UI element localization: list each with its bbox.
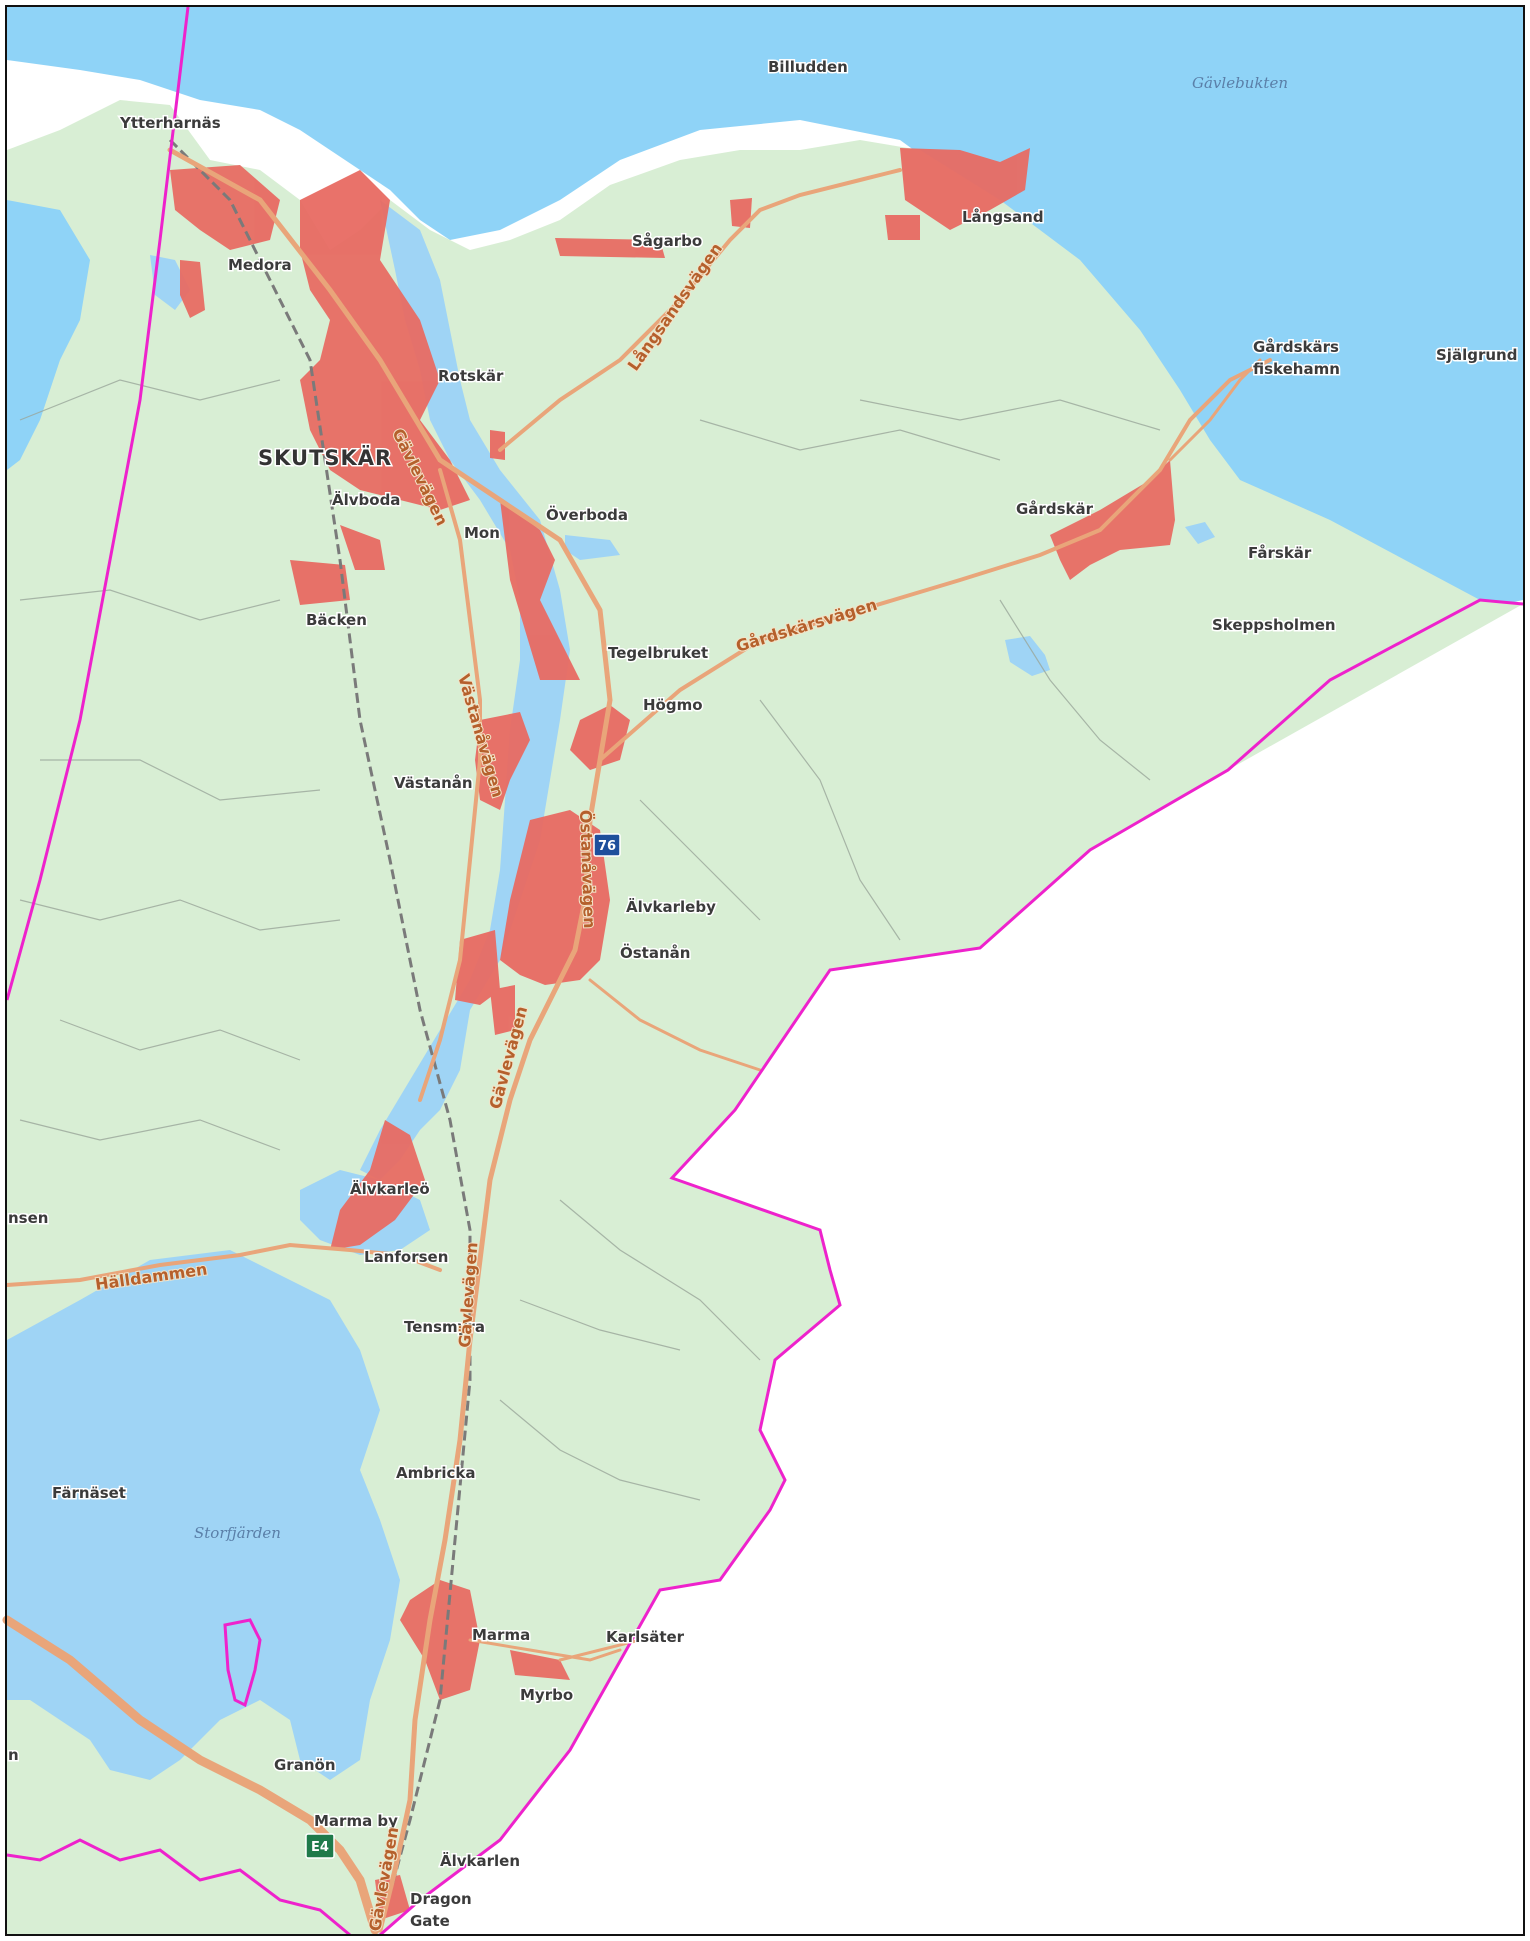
label-skeppsholmen: Skeppsholmen [1212,616,1336,634]
urban-sagarbo-east [730,198,752,228]
road-shield-e4: E4 [305,1833,335,1859]
lake-storfjarden [7,1250,400,1780]
urban-areas [170,148,1175,1920]
label-mon: Mon [464,524,500,542]
label-gardskars-2: fiskehamn [1253,360,1340,378]
label-vastanan: Västanån [394,774,473,792]
west-water [7,200,90,470]
urban-alvkarleo [330,1120,425,1250]
label-alvkarleo: Älvkarleö [350,1179,430,1198]
label-langsand: Långsand [962,208,1044,226]
label-gardskar: Gårdskär [1016,500,1094,518]
label-gavlebukten: Gävlebukten [1192,74,1288,92]
railway [168,138,472,1931]
label-gardskars-1: Gårdskärs [1253,338,1339,356]
urban-alvkarleby-w [455,930,500,1005]
road-ostanan [588,978,762,1072]
urban-alvkarleby [500,810,610,985]
urban-langsand-w [885,215,920,240]
label-nsen: nsen [8,1209,48,1227]
label-farskar: Fårskär [1248,544,1312,562]
urban-backen [290,560,350,605]
road-langsandsvagen [498,168,902,452]
urban-hogmo [570,705,630,770]
lake-west-north [150,255,190,310]
label-alvkarleby: Älvkarleby [626,897,716,916]
lake-overboda [565,535,620,560]
label-granon: Granön [274,1756,336,1774]
lake-farskar [1185,522,1215,544]
label-ostanan: Östanån [620,943,690,962]
urban-langsand [900,148,1030,230]
label-ytterharnas: Ytterharnäs [119,114,221,132]
label-marma-by: Marma by [314,1812,398,1830]
label-myrbo: Myrbo [520,1686,573,1704]
minor-roads [19,379,1161,1501]
label-farnaset: Färnäset [52,1484,126,1502]
label-medora: Medora [228,256,292,274]
label-ambricka: Ambricka [396,1464,476,1482]
lake-gardskar [1005,636,1050,676]
urban-alvboda [340,525,385,570]
label-lanforsen: Lanforsen [364,1248,448,1266]
label-storfjarden: Storfjärden [194,1524,281,1542]
label-karlsater: Karlsäter [606,1628,685,1646]
road-myrbo [468,1638,622,1662]
road-network [2,147,1272,1935]
urban-myrbo [510,1650,570,1680]
urban-alvkarleby-sw [490,985,515,1035]
label-tensmyra: Tensmyra [404,1318,485,1336]
urban-mon [490,430,505,460]
label-alvkarlen: Älvkarlen [440,1851,520,1870]
road-shield-76: 76 [593,833,621,857]
boundary-island [223,1618,262,1708]
road-hallldammen [5,1242,442,1287]
label-sjalgrund: Själgrund [1436,346,1517,364]
shield-76-text: 76 [598,839,616,854]
urban-skutskar-north [170,165,280,250]
label-alvboda: Älvboda [332,490,400,509]
label-backen: Bäcken [306,611,367,629]
label-sagarbo: Sågarbo [632,232,702,250]
road-gardskarsvagen [598,358,1272,762]
road-gavlevagen [167,147,613,1933]
urban-vastanan [475,712,530,810]
label-tegelbruket: Tegelbruket [608,644,708,662]
urban-skutskar [300,170,470,510]
label-dragon: Dragon [410,1890,472,1908]
road-e4 [2,1615,380,1935]
land-area [7,100,1523,1935]
shield-e4-bg [305,1833,335,1859]
label-marma: Marma [472,1626,530,1644]
urban-overboda [500,500,580,680]
label-billudden: Billudden [768,58,848,76]
label-skutskar: SKUTSKÄR [258,445,392,470]
urban-medora [180,260,205,318]
place-labels: Ytterharnäs Billudden Medora Sågarbo Lån… [7,57,1519,1932]
label-overboda: Överboda [546,505,628,524]
label-hogmo: Högmo [643,696,703,714]
sea-area [7,7,1523,650]
label-gate: Gate [410,1912,450,1930]
road-vastanavagen [418,468,482,1102]
river-dalalven [360,200,570,1180]
shield-76-bg [593,833,621,857]
municipality-boundary [5,6,1524,1937]
label-n: n [8,1746,19,1764]
label-rotskar: Rotskär [438,367,504,385]
urban-sagarbo [555,238,665,258]
road-gardskar-fiskehamn [1168,358,1262,462]
shield-e4-text: E4 [311,1840,329,1855]
urban-marma [400,1580,480,1700]
road-karlsater [558,1638,682,1662]
